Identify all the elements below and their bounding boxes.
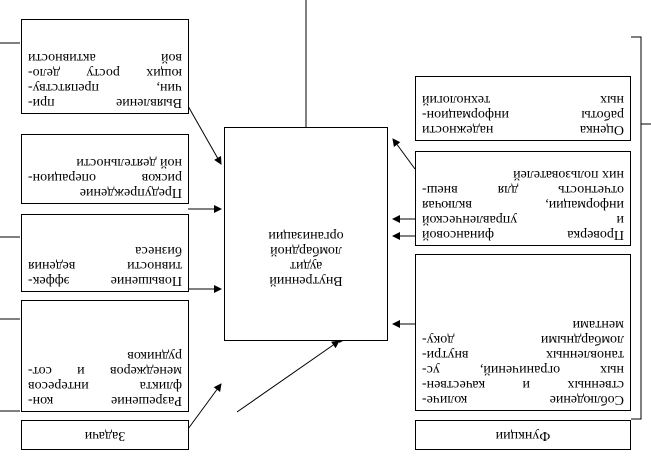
task-box-4: Выявление при- чин, препятству- ющих рос… (21, 19, 189, 114)
function-1-line-6: ментами (572, 317, 624, 332)
function-box-1: Соблюдение количе- ственных и качествен-… (415, 254, 631, 411)
function-2-line-2: и управленческой (422, 212, 624, 227)
function-2-line-4: отчетность для внеш- (422, 182, 624, 197)
task-box-2: Повышение эффек- тивности ведения бизнес… (21, 214, 189, 292)
function-1-line-2: ственных и качествен- (422, 377, 624, 392)
arrow-func4 (392, 138, 416, 170)
function-3-line-3: ных технологий (422, 92, 624, 107)
task-1-line-4: рудников (127, 348, 182, 363)
task-4-line-2: чин, препятству- (28, 80, 182, 95)
task-2-line-1: Повышение эффек- (28, 273, 182, 288)
task-3-line-1: Предупреждение (79, 185, 182, 200)
center-line-3: ломбардной (270, 243, 342, 258)
function-3-line-2: работы информацион- (422, 107, 624, 122)
function-box-2: Проверка финансовой и управленческой инф… (415, 151, 631, 246)
functions-bracket (631, 36, 642, 420)
task-3-line-3: ной деятельности (76, 155, 182, 170)
center-line-4: организации (268, 228, 344, 243)
task-2-line-3: бизнеса (135, 243, 182, 258)
task-1-line-1: Разрешение кон- (28, 393, 182, 408)
center-line-1: Внутренний (269, 273, 343, 288)
tasks-header-label: Задачи (84, 428, 126, 443)
arrow-bottom-2 (236, 340, 340, 413)
arrow-task1 (187, 383, 222, 430)
functions-header: Функции (415, 420, 631, 450)
function-3-line-1: Оценка надежности (422, 122, 624, 137)
function-1-line-4: тановленных внутри- (422, 347, 624, 362)
task-3-line-2: рисков операцион- (28, 170, 182, 185)
function-1-line-5: ломбардными доку- (422, 332, 624, 347)
function-2-line-1: Проверка финансовой (422, 227, 624, 242)
function-2-line-5: них пользователей (513, 167, 624, 182)
task-1-line-3: менеджеров и сот- (28, 363, 182, 378)
task-4-line-4: вой активности (28, 50, 182, 65)
internal-audit-box: Внутренний аудит ломбардной организации (224, 127, 388, 341)
function-box-3: Оценка надежности работы информацион- ны… (415, 76, 631, 141)
center-line-2: аудит (289, 258, 323, 273)
task-1-line-2: фликта интересов (28, 378, 182, 393)
function-2-line-3: информации, включая (422, 197, 624, 212)
task-box-1: Разрешение кон- фликта интересов менедже… (21, 300, 189, 412)
task-2-line-2: тивности ведения (28, 258, 182, 273)
function-1-line-3: ных ограничений, ус- (422, 362, 624, 377)
tasks-header: Задачи (21, 420, 189, 450)
task-4-line-3: ющих росту дело- (28, 65, 182, 80)
task-box-3: Предупреждение рисков операцион- ной дея… (21, 134, 189, 204)
arrow-task4 (187, 105, 222, 165)
function-1-line-1: Соблюдение количе- (422, 392, 624, 407)
task-4-line-1: Выявление при- (28, 95, 182, 110)
functions-header-label: Функции (495, 428, 551, 443)
